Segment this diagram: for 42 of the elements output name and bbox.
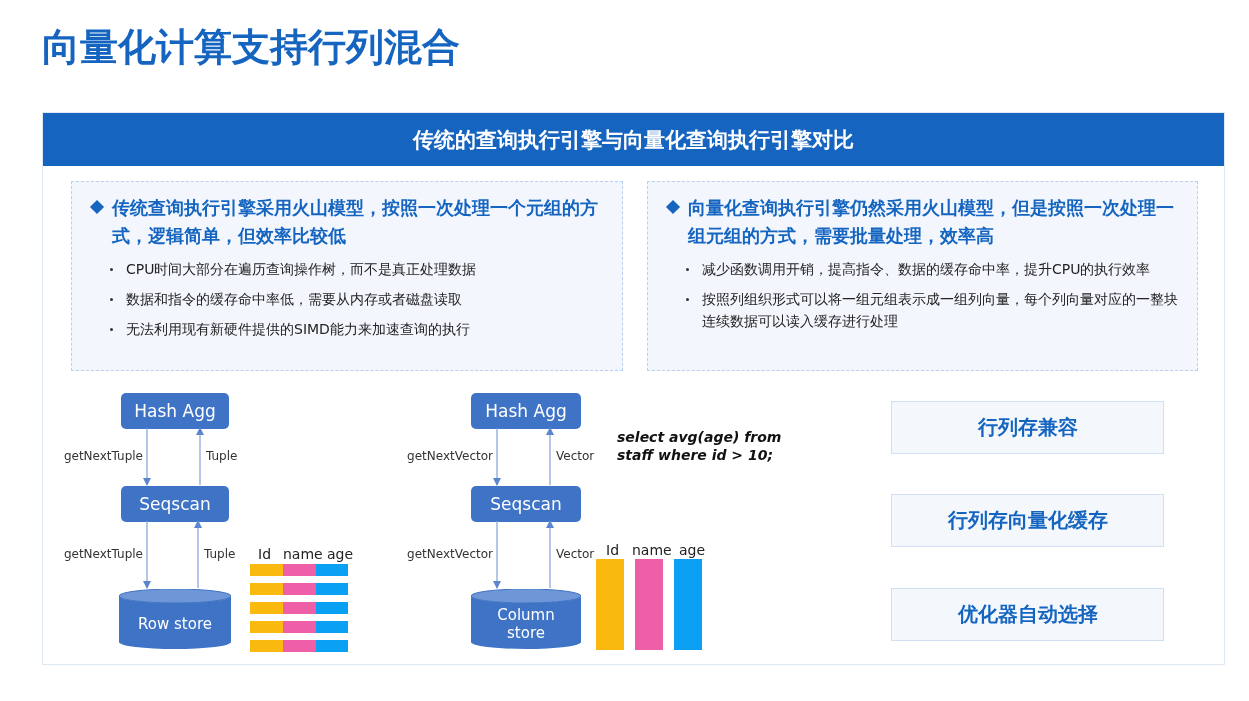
arrow bbox=[194, 520, 202, 589]
panel-header: 传统的查询执行引擎与向量化查询执行引擎对比 bbox=[43, 113, 1224, 166]
operator-box: Hash Agg bbox=[121, 393, 229, 429]
text-card bbox=[71, 181, 623, 371]
heading-text: 向量化查询执行引擎仍然采用火山模型，但是按照一次处理一组元组的方式，需要批量处理，效率高 bbox=[688, 196, 1175, 248]
arrow bbox=[546, 520, 554, 589]
feature-box: 行列存向量化缓存 bbox=[891, 494, 1164, 547]
column-header: Id bbox=[606, 542, 619, 558]
edge-label: getNextTuple bbox=[63, 448, 143, 463]
edge-label: Tuple bbox=[206, 448, 238, 463]
column-header: age bbox=[679, 542, 706, 558]
arrow bbox=[196, 427, 204, 486]
bullet-text: 减少函数调用开销，提高指令、数据的缓存命中率，提升CPU的执行效率 bbox=[680, 258, 1183, 280]
operator-box: Seqscan bbox=[471, 486, 581, 522]
edge-label: getNextTuple bbox=[63, 546, 143, 561]
edge-label: Vector bbox=[556, 546, 595, 561]
bullet-text: 数据和指令的缓存命中率低，需要从内存或者磁盘读取 bbox=[104, 288, 608, 310]
column-header: name bbox=[283, 546, 323, 562]
feature-box: 优化器自动选择 bbox=[891, 588, 1164, 641]
bullet-text: CPU时间大部分在遍历查询操作树，而不是真正处理数据 bbox=[104, 258, 608, 280]
arrow bbox=[546, 427, 554, 486]
column-header: name bbox=[632, 542, 672, 558]
feature-box: 行列存兼容 bbox=[891, 401, 1164, 454]
arrow bbox=[143, 427, 151, 486]
edge-label: Vector bbox=[556, 448, 595, 463]
operator-box: Seqscan bbox=[121, 486, 229, 522]
arrow bbox=[493, 520, 501, 589]
edge-label: getNextVector bbox=[407, 546, 493, 561]
edge-label: Tuple bbox=[204, 546, 236, 561]
text-card bbox=[647, 181, 1198, 371]
operator-box: Hash Agg bbox=[471, 393, 581, 429]
arrow bbox=[143, 520, 151, 589]
column-header: Id bbox=[258, 546, 271, 562]
arrow bbox=[493, 427, 501, 486]
comparison-panel bbox=[42, 112, 1225, 665]
bullet-text: 按照列组织形式可以将一组元组表示成一组列向量，每个列向量对应的一整块连续数据可以读入缓存进行处理 bbox=[680, 288, 1183, 332]
column-header: age bbox=[327, 546, 354, 562]
query-text: select avg(age) from staff where id > 10; bbox=[617, 428, 783, 464]
heading-text: 传统查询执行引擎采用火山模型，按照一次处理一个元组的方式，逻辑简单，但效率比较低 bbox=[112, 196, 599, 248]
slide-title: 向量化计算支持行列混合 bbox=[42, 24, 460, 71]
bullet-text: 无法利用现有新硬件提供的SIMD能力来加速查询的执行 bbox=[104, 318, 608, 340]
edge-label: getNextVector bbox=[407, 448, 493, 463]
